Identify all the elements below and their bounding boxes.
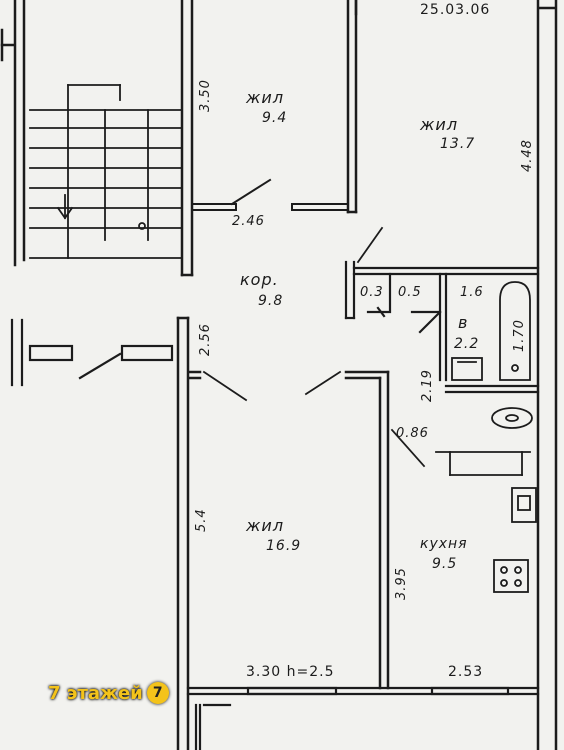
room-kitchen-area: 9.5 xyxy=(432,556,458,572)
small-room-bottom-wall xyxy=(191,178,349,211)
bathtub xyxy=(499,281,531,381)
room-corridor-area: 9.8 xyxy=(258,293,284,309)
room-living-top-name: жил xyxy=(420,115,459,134)
wall-living-kitchen xyxy=(344,370,390,690)
room-kitchen-name: кухня xyxy=(420,536,468,552)
kitchen-door xyxy=(390,428,426,468)
dim-350: 3.50 xyxy=(198,79,213,112)
stair-right-wall xyxy=(180,0,194,277)
dim-330: 3.30 h=2.5 xyxy=(246,664,335,680)
floors-badge-number: 7 xyxy=(146,682,169,704)
plan-date: 25.03.06 xyxy=(420,2,491,18)
room-bath-area: 2.2 xyxy=(454,336,480,352)
bathroom-block xyxy=(344,260,540,394)
dim-253: 2.53 xyxy=(448,664,484,680)
dim-448: 4.48 xyxy=(520,139,535,172)
left-corridor-stubs xyxy=(10,318,174,387)
dim-246: 2.46 xyxy=(232,214,265,229)
kitchen-stove xyxy=(493,559,529,593)
room-living-small-area: 9.4 xyxy=(262,110,288,126)
outer-right-wall xyxy=(536,0,558,750)
dim-03: 0.3 xyxy=(360,285,384,300)
top-left-walls xyxy=(0,0,26,267)
bottom-window-wall xyxy=(186,686,540,750)
dim-219: 2.19 xyxy=(420,369,435,402)
wall-small-big xyxy=(346,0,358,214)
staircase xyxy=(29,84,183,259)
room-corridor-name: кор. xyxy=(240,270,279,289)
room-living-bottom-name: жил xyxy=(246,516,285,535)
dim-54: 5.4 xyxy=(194,508,209,532)
dim-05: 0.5 xyxy=(398,285,422,300)
dim-086: 0.86 xyxy=(396,426,429,441)
dim-16: 1.6 xyxy=(460,285,484,300)
room-living-bottom-area: 16.9 xyxy=(266,538,302,554)
kitchen-sink-unit xyxy=(435,407,533,476)
big-room-door xyxy=(356,226,384,264)
room-living-small-name: жил xyxy=(246,88,285,107)
floors-badge-text: 7 этажей xyxy=(48,682,143,704)
dim-170: 1.70 xyxy=(512,319,527,352)
bath-sink xyxy=(451,357,483,381)
room-living-top-area: 13.7 xyxy=(440,136,476,152)
dim-256: 2.56 xyxy=(198,323,213,356)
bottom-living-left-wall xyxy=(176,316,202,750)
floors-badge: 7 этажей 7 xyxy=(48,682,169,704)
bottom-living-doors xyxy=(202,370,342,402)
room-bath-name: в xyxy=(458,313,469,332)
dim-395: 3.95 xyxy=(394,567,409,600)
kitchen-appliance xyxy=(511,487,537,523)
